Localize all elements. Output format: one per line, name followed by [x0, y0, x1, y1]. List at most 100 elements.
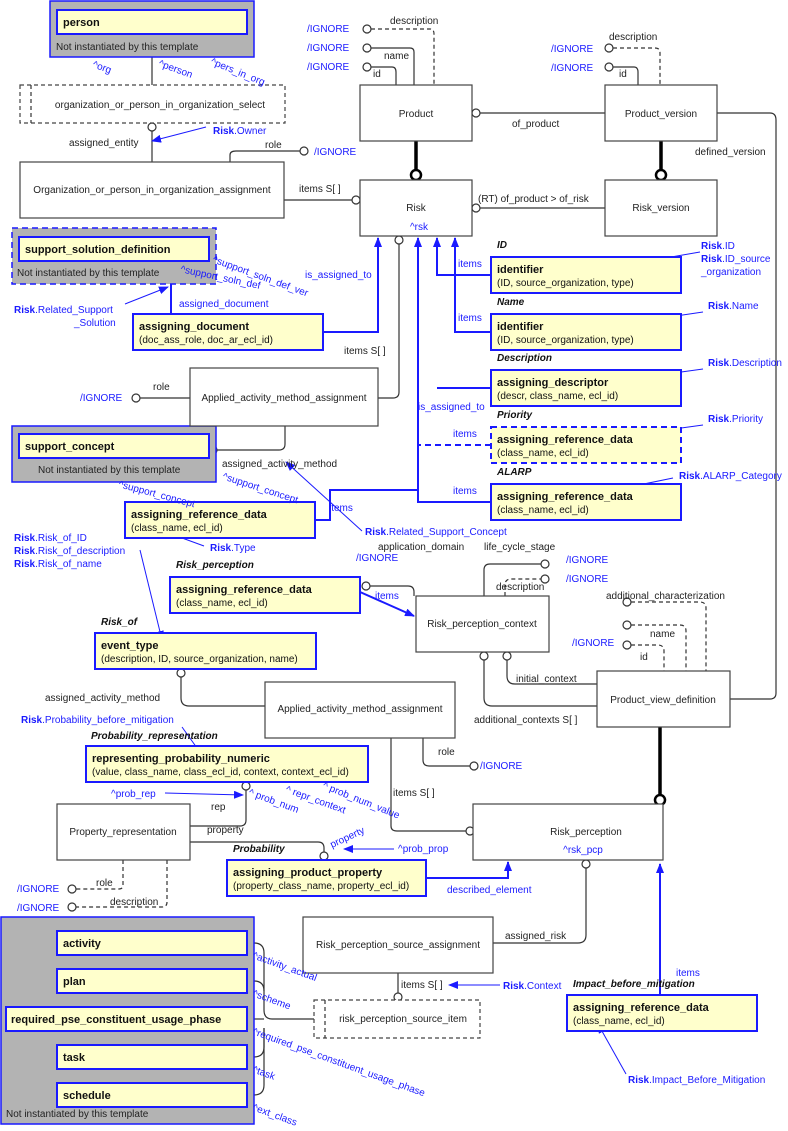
ref-id: Risk.ID	[701, 241, 735, 252]
svg-text:name: name	[650, 629, 675, 640]
svg-text:identifier: identifier	[497, 321, 544, 333]
svg-text:activity: activity	[63, 938, 102, 950]
template-event-type[interactable]: event_type(description, ID, source_organ…	[94, 632, 317, 670]
template-rpcup[interactable]: required_pse_constituent_usage_phase	[5, 1006, 248, 1032]
ref-priority: Risk.Priority	[708, 414, 763, 425]
template-activity[interactable]: activity	[56, 930, 248, 956]
svg-text:(class_name, ecl_id): (class_name, ecl_id)	[573, 1016, 665, 1027]
template-label: ALARP	[496, 467, 532, 478]
svg-text:_Solution: _Solution	[73, 318, 116, 329]
template-task[interactable]: task	[56, 1044, 248, 1070]
svg-text:items: items	[453, 486, 477, 497]
svg-text:assigning_product_property: assigning_product_property	[233, 867, 383, 879]
svg-text:/IGNORE: /IGNORE	[307, 43, 350, 54]
svg-text:assigned_risk: assigned_risk	[505, 931, 567, 942]
svg-text:/IGNORE: /IGNORE	[307, 62, 350, 73]
svg-text:rep: rep	[211, 802, 226, 813]
template-ard-alarp[interactable]: assigning_reference_data(class_name, ecl…	[490, 483, 682, 521]
template-assigning-descriptor[interactable]: assigning_descriptor(descr, class_name, …	[490, 369, 682, 407]
template-identifier-id[interactable]: identifier(ID, source_organization, type…	[490, 256, 682, 294]
template-ard-type[interactable]: assigning_reference_data(class_name, ecl…	[124, 501, 316, 539]
svg-text:(ID, source_organization, type: (ID, source_organization, type)	[497, 335, 634, 346]
template-assigning-document[interactable]: assigning_document(doc_ass_role, doc_ar_…	[132, 313, 324, 351]
svg-text:(descr, class_name, ecl_id): (descr, class_name, ecl_id)	[497, 391, 618, 402]
ref-name: Risk.Name	[708, 301, 759, 312]
svg-text:/IGNORE: /IGNORE	[17, 903, 60, 914]
svg-text:support_concept: support_concept	[25, 441, 115, 453]
svg-text:assigned_entity: assigned_entity	[69, 138, 139, 149]
svg-text:/IGNORE: /IGNORE	[356, 553, 399, 564]
svg-text:items: items	[375, 591, 399, 602]
svg-text:description: description	[496, 582, 544, 593]
svg-text:life_cycle_stage: life_cycle_stage	[484, 542, 556, 553]
entity-org-assignment[interactable]: Organization_or_person_in_organization_a…	[19, 161, 285, 219]
svg-text:Property_representation: Property_representation	[69, 827, 176, 838]
svg-text:property: property	[329, 825, 367, 850]
template-representing-probability-numeric[interactable]: representing_probability_numeric(value, …	[85, 745, 369, 783]
svg-text:schedule: schedule	[63, 1090, 111, 1102]
entity-risk-perception[interactable]: Risk_perception^rsk_pcp	[472, 803, 664, 861]
risk-references: Risk.Owner Risk.Related_Support _Solutio…	[14, 126, 782, 1086]
svg-text:assigning_reference_data: assigning_reference_data	[176, 584, 313, 596]
template-label: Name	[497, 297, 525, 308]
entity-aam-assignment-1[interactable]: Applied_activity_method_assignment	[189, 367, 379, 427]
template-ard-perception[interactable]: assigning_reference_data (class_name, ecl…	[169, 576, 361, 614]
template-label: Priority	[497, 410, 532, 421]
svg-text:Product_view_definition: Product_view_definition	[610, 695, 716, 706]
template-ard-priority[interactable]: assigning_reference_data(class_name, ecl…	[490, 426, 682, 464]
svg-text:/IGNORE: /IGNORE	[551, 44, 594, 55]
svg-text:/IGNORE: /IGNORE	[566, 574, 609, 585]
entity-product-version[interactable]: Product_version	[604, 84, 718, 142]
svg-text:items: items	[458, 259, 482, 270]
entity-product-view-definition[interactable]: Product_view_definition	[596, 670, 731, 728]
svg-text:(RT) of_product > of_risk: (RT) of_product > of_risk	[478, 194, 590, 205]
template-ard-impact[interactable]: assigning_reference_data(class_name, ecl…	[566, 994, 758, 1032]
template-identifier-name[interactable]: identifier (ID, source_organization, type…	[490, 313, 682, 351]
entity-property-representation[interactable]: Property_representation	[56, 803, 191, 861]
svg-text:name: name	[384, 51, 409, 62]
template-label: ID	[497, 240, 507, 251]
svg-text:^prob_prop: ^prob_prop	[398, 844, 449, 855]
svg-text:_organization: _organization	[700, 267, 761, 278]
svg-text:items: items	[676, 968, 700, 979]
entity-aam-assignment-2[interactable]: Applied_activity_method_assignment	[264, 681, 456, 739]
svg-text:additional_characterization: additional_characterization	[606, 591, 725, 602]
entity-risk-perception-context[interactable]: Risk_perception_context	[415, 595, 550, 653]
svg-text:required_pse_constituent_usage: required_pse_constituent_usage_phase	[11, 1014, 221, 1026]
not-instantiated-note: Not instantiated by this template	[56, 42, 199, 53]
svg-text:(ID, source_organization, type: (ID, source_organization, type)	[497, 278, 634, 289]
svg-text:Product_version: Product_version	[625, 109, 697, 120]
svg-text:id: id	[373, 69, 381, 80]
not-instantiated-note: Not instantiated by this template	[6, 1109, 149, 1120]
template-schedule[interactable]: schedule	[56, 1082, 248, 1108]
svg-text:risk_perception_source_item: risk_perception_source_item	[339, 1014, 467, 1025]
svg-text:assigned_activity_method: assigned_activity_method	[222, 459, 337, 470]
svg-text:assigning_document: assigning_document	[139, 321, 249, 333]
svg-text:additional_contexts S[ ]: additional_contexts S[ ]	[474, 715, 578, 726]
connectors	[67, 24, 777, 1100]
svg-text:Product: Product	[399, 109, 434, 120]
entity-product[interactable]: Product	[359, 84, 473, 142]
template-plan[interactable]: plan	[56, 968, 248, 994]
entity-risk-version[interactable]: Risk_version	[604, 179, 718, 237]
entity-rp-source-assignment[interactable]: Risk_perception_source_assignment	[302, 916, 494, 974]
template-support-solution-definition[interactable]: support_solution_definition	[18, 236, 210, 262]
svg-text:(class_name, ecl_id): (class_name, ecl_id)	[176, 598, 268, 609]
template-support-concept[interactable]: support_concept	[18, 433, 210, 459]
svg-text:Risk_perception: Risk_perception	[550, 827, 622, 838]
template-assigning-product-property[interactable]: assigning_product_property(property_clas…	[226, 859, 427, 897]
entity-risk[interactable]: Risk^rsk	[359, 179, 473, 237]
svg-text:organization_or_person_in_orga: organization_or_person_in_organization_s…	[55, 100, 265, 111]
select-org-or-person[interactable]: organization_or_person_in_organization_s…	[19, 84, 286, 124]
ref-impact: Risk.Impact_Before_Mitigation	[628, 1075, 765, 1086]
ref-description: Risk.Description	[708, 358, 782, 369]
svg-text:described_element: described_element	[447, 885, 532, 896]
template-person[interactable]: person	[56, 9, 248, 35]
svg-text:/IGNORE: /IGNORE	[566, 555, 609, 566]
ref-alarp: Risk.ALARP_Category	[679, 471, 782, 482]
template-label: Probability_representation	[91, 731, 218, 742]
ref-related-support-concept: Risk.Related_Support_Concept	[365, 527, 507, 538]
svg-text:/IGNORE: /IGNORE	[314, 147, 357, 158]
svg-text:items: items	[453, 429, 477, 440]
select-rp-source-item[interactable]: risk_perception_source_item	[313, 999, 481, 1039]
